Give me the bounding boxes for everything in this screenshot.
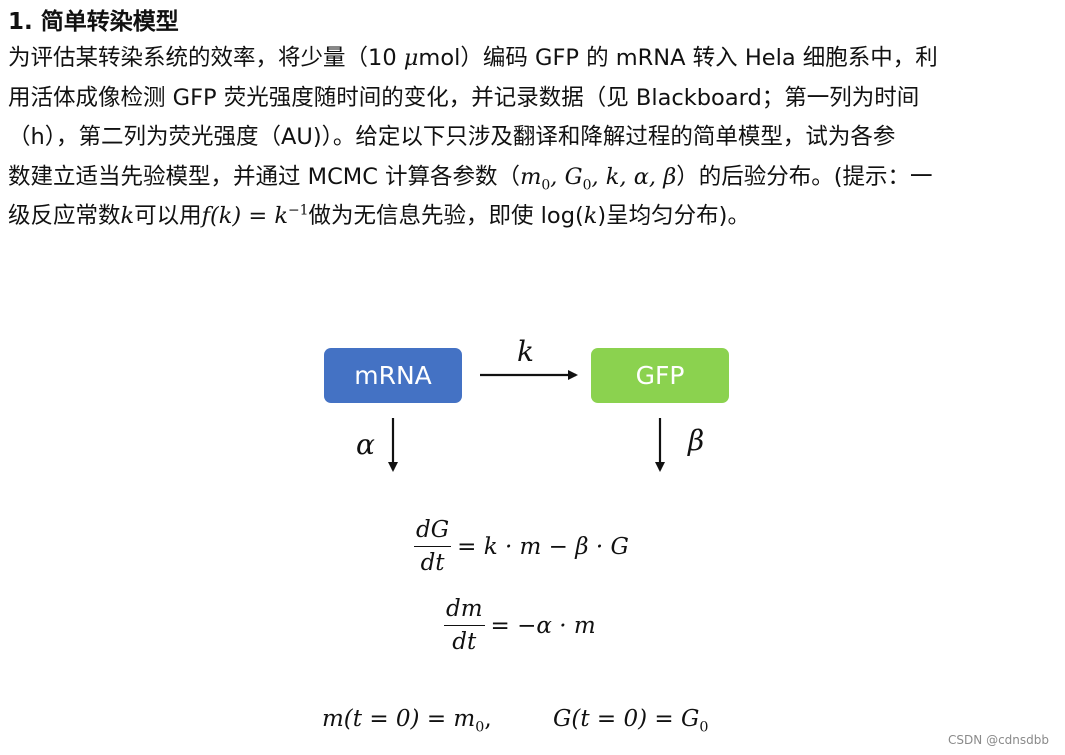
initial-condition-m: m(t = 0) = m0, xyxy=(322,706,492,735)
text-segment: 用活体成像检测 GFP 荧光强度随时间的变化，并记录数据（见 Blackboar… xyxy=(8,84,920,111)
paragraph-line-2: 用活体成像检测 GFP 荧光强度随时间的变化，并记录数据（见 Blackboar… xyxy=(8,79,1058,119)
equation-dmdt: dm dt = −α · m xyxy=(444,596,596,655)
param-g: G xyxy=(564,163,583,190)
param-list: , k, α, β xyxy=(591,163,677,190)
text-segment: ）的后验分布。(提示：一 xyxy=(676,163,933,190)
subscript: 0 xyxy=(541,177,551,193)
watermark: CSDN @cdnsdbb xyxy=(948,733,1049,747)
superscript: −1 xyxy=(287,202,309,219)
alpha-rate-label: α xyxy=(356,428,375,461)
fraction: dG dt xyxy=(414,517,452,576)
param-k: k xyxy=(583,203,598,229)
text-segment: 做为无信息先验，即使 log( xyxy=(308,203,584,229)
subscript: 0 xyxy=(699,719,709,736)
equation-rhs: = k · m − β · G xyxy=(457,533,629,560)
paragraph-line-4: 数建立适当先验模型，并通过 MCMC 计算各参数（m0, G0, k, α, β… xyxy=(8,158,1058,198)
ic-comma: , xyxy=(484,706,492,732)
ic-text: m(t = 0) = m xyxy=(322,706,476,732)
equation-dgdt: dG dt = k · m − β · G xyxy=(414,517,629,576)
subscript: 0 xyxy=(475,719,485,736)
fraction: dm dt xyxy=(444,596,485,655)
mrna-label: mRNA xyxy=(354,361,432,390)
text-segment: （h），第二列为荧光强度（AU)）。给定以下只涉及翻译和降解过程的简单模型，试为… xyxy=(8,124,896,150)
func-f: f xyxy=(201,203,210,229)
ic-text: G(t = 0) = G xyxy=(553,706,700,732)
problem-paragraph: 为评估某转染系统的效率，将少量（10 μmol）编码 GFP 的 mRNA 转入… xyxy=(8,39,1058,237)
text-segment: )呈均匀分布)。 xyxy=(597,203,750,229)
text-segment: 级反应常数 xyxy=(8,203,121,229)
text-segment: 为评估某转染系统的效率，将少量（10 xyxy=(8,45,404,71)
subscript: 0 xyxy=(582,177,592,193)
section-heading: 1. 简单转染模型 xyxy=(8,9,179,35)
text-segment: 可以用 xyxy=(134,203,202,229)
prior-formula: (k) = k xyxy=(210,203,288,229)
gfp-label: GFP xyxy=(635,361,685,390)
separator: , xyxy=(550,163,565,190)
text-segment: 数建立适当先验模型，并通过 MCMC 计算各参数（ xyxy=(8,163,521,190)
numerator: dm xyxy=(444,596,485,626)
mrna-box: mRNA xyxy=(324,348,462,403)
mu-symbol: μ xyxy=(403,45,419,71)
initial-condition-g: G(t = 0) = G0 xyxy=(553,706,708,735)
denominator: dt xyxy=(420,550,445,576)
param-m: m xyxy=(520,163,542,190)
paragraph-line-5: 级反应常数k可以用f(k) = k−1做为无信息先验，即使 log(k)呈均匀分… xyxy=(8,197,1058,237)
param-k: k xyxy=(120,203,135,229)
beta-rate-label: β xyxy=(688,424,705,457)
equation-rhs: = −α · m xyxy=(490,612,596,639)
paragraph-line-3: （h），第二列为荧光强度（AU)）。给定以下只涉及翻译和降解过程的简单模型，试为… xyxy=(8,118,1058,158)
gfp-box: GFP xyxy=(591,348,729,403)
denominator: dt xyxy=(452,629,477,655)
paragraph-line-1: 为评估某转染系统的效率，将少量（10 μmol）编码 GFP 的 mRNA 转入… xyxy=(8,39,1058,79)
k-rate-label: k xyxy=(517,335,534,368)
numerator: dG xyxy=(414,517,452,547)
text-segment: mol）编码 GFP 的 mRNA 转入 Hela 细胞系中，利 xyxy=(418,45,938,71)
